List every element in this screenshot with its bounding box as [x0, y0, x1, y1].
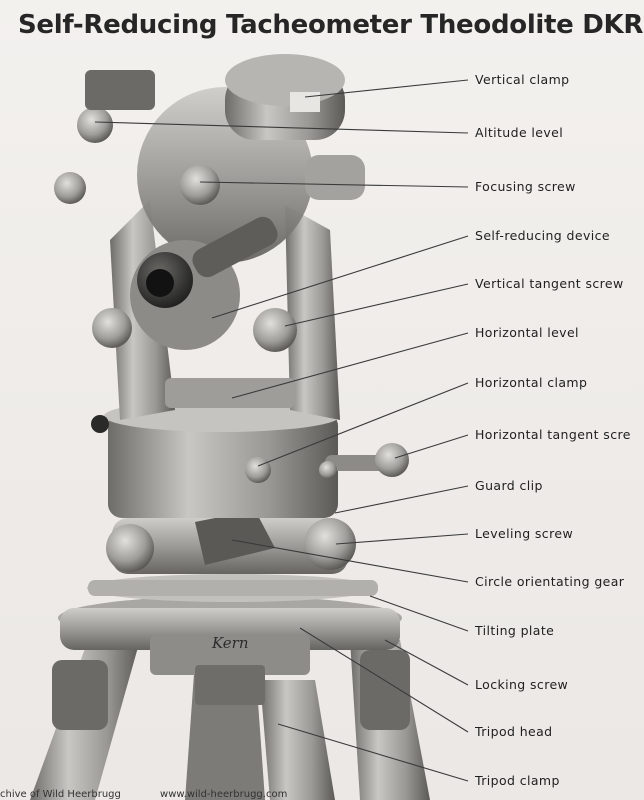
label-vertical-tangent-screw: Vertical tangent screw — [475, 276, 624, 291]
label-tripod-head: Tripod head — [475, 724, 553, 739]
label-self-reducing-device: Self-reducing device — [475, 228, 610, 243]
label-tilting-plate: Tilting plate — [475, 623, 555, 638]
label-leveling-screw: Leveling screw — [475, 526, 574, 541]
tripod-head-shape: Kern — [58, 596, 402, 705]
label-horizontal-clamp: Horizontal clamp — [475, 375, 588, 390]
leader-lines — [94, 79, 469, 782]
page-title: Self-Reducing Tacheometer Theodolite DKR — [18, 10, 644, 40]
footer-archive: chive of Wild Heerbrugg — [0, 789, 121, 800]
telescope-assembly — [54, 54, 365, 352]
kern-logo: Kern — [211, 634, 249, 652]
label-locking-screw: Locking screw — [475, 677, 569, 692]
label-guard-clip: Guard clip — [475, 478, 543, 493]
alidade-base — [91, 400, 409, 518]
label-circle-orientating-gear: Circle orientating gear — [475, 574, 625, 589]
tribrach-shape — [106, 510, 356, 574]
label-horizontal-level: Horizontal level — [475, 325, 579, 340]
label-altitude-level: Altitude level — [475, 125, 564, 140]
label-horizontal-tangent-screw: Horizontal tangent scre — [475, 427, 631, 442]
footer-credit: chive of Wild Heerbrugg www.wild-heerbru… — [0, 789, 323, 800]
label-tripod-clamp: Tripod clamp — [475, 773, 560, 788]
label-vertical-clamp: Vertical clamp — [475, 72, 570, 87]
footer-url: www.wild-heerbrugg.com — [160, 789, 288, 800]
label-focusing-screw: Focusing screw — [475, 179, 576, 194]
